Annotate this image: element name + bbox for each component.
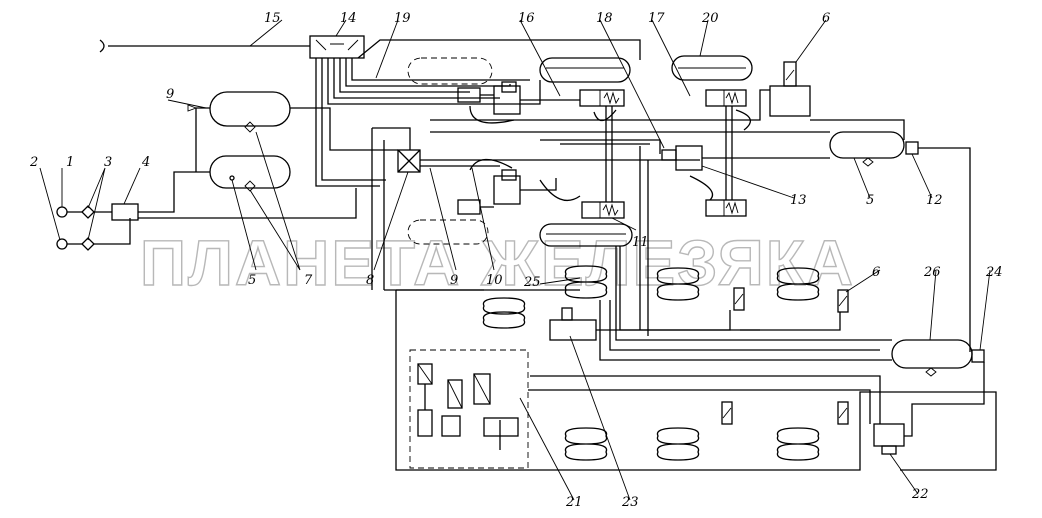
label-2: 2 xyxy=(29,155,38,170)
spring-chamber-upper-16 xyxy=(579,89,625,107)
receiver-lower-5 xyxy=(209,155,291,189)
label-22: 22 xyxy=(911,487,929,502)
valve-22 xyxy=(873,423,905,455)
label-23: 23 xyxy=(621,495,639,510)
label-26: 26 xyxy=(923,265,941,280)
label-9-lower: 9 xyxy=(450,273,458,288)
label-13: 13 xyxy=(790,193,807,208)
brake-chamber-17 xyxy=(671,55,753,81)
label-24: 24 xyxy=(985,265,1003,280)
label-5-left: 5 xyxy=(248,273,256,288)
air-bellows xyxy=(482,265,820,461)
protection-valve-8 xyxy=(371,127,421,290)
label-17: 17 xyxy=(648,11,665,26)
label-16: 16 xyxy=(518,11,535,26)
relay-valve-lower xyxy=(493,169,521,205)
label-7: 7 xyxy=(304,273,313,288)
sensor-box-upper xyxy=(457,87,481,103)
coupling-head-14 xyxy=(309,35,365,59)
label-10: 10 xyxy=(486,273,503,288)
spring-chamber-lower-11 xyxy=(581,201,625,219)
label-8: 8 xyxy=(366,273,374,288)
label-6-lower: 6 xyxy=(872,265,880,280)
valve-24 xyxy=(971,349,985,363)
spring-chamber-upper-17 xyxy=(705,89,747,107)
drain-valves-lower xyxy=(721,287,849,425)
sensor-box-lower xyxy=(457,199,481,215)
receiver-right-5 xyxy=(829,131,905,167)
receiver-upper xyxy=(209,91,291,127)
leader-lines xyxy=(39,19,991,501)
label-1: 1 xyxy=(66,155,74,170)
spring-chamber-lower-right xyxy=(705,199,747,217)
label-6-upper: 6 xyxy=(822,11,830,26)
label-21: 21 xyxy=(565,495,583,510)
label-14: 14 xyxy=(340,11,357,26)
label-20: 20 xyxy=(701,11,719,26)
compressor-inlet xyxy=(56,171,357,251)
brake-chamber-11 xyxy=(539,223,633,247)
leveling-valve-23 xyxy=(549,307,597,341)
valve-12 xyxy=(905,141,919,155)
label-11: 11 xyxy=(632,235,649,250)
receiver-26 xyxy=(891,339,973,377)
label-4: 4 xyxy=(141,155,150,170)
label-19: 19 xyxy=(394,11,411,26)
brake-chamber-16 xyxy=(539,57,631,83)
receiver-small-20 xyxy=(769,85,811,117)
valve-13 xyxy=(661,145,830,171)
label-9-upper: 9 xyxy=(166,87,174,102)
line-bundle-19 xyxy=(315,39,641,187)
label-18: 18 xyxy=(596,11,613,26)
trailer-line-15 xyxy=(99,39,310,53)
label-25: 25 xyxy=(523,275,541,290)
drain-valve-6-upper xyxy=(783,61,797,87)
label-15: 15 xyxy=(264,11,281,26)
label-3: 3 xyxy=(104,155,112,170)
brake-chamber-lower-left xyxy=(407,219,489,245)
control-block-21 xyxy=(409,349,529,469)
label-12: 12 xyxy=(926,193,943,208)
label-5-right: 5 xyxy=(866,193,874,208)
